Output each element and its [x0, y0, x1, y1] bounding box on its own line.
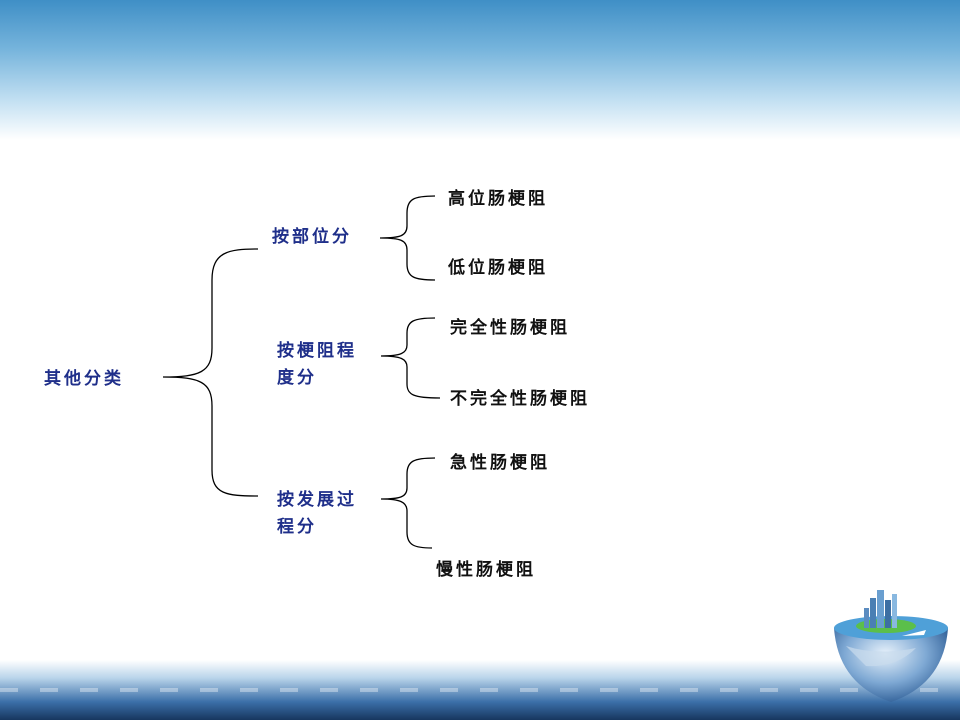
branch1-bracket	[379, 195, 436, 281]
leaf-high-obstruction: 高位肠梗阻	[448, 189, 548, 209]
root-node: 其他分类	[44, 369, 124, 389]
leaf-low-obstruction: 低位肠梗阻	[448, 258, 548, 278]
branch3-bracket	[380, 457, 436, 549]
leaf-acute-obstruction: 急性肠梗阻	[450, 453, 550, 473]
header-gradient-band	[0, 0, 960, 140]
footer-wave-band	[0, 660, 960, 720]
branch2-bracket	[380, 317, 441, 399]
city-globe-illustration	[834, 590, 948, 702]
leaf-complete-obstruction: 完全性肠梗阻	[450, 318, 570, 338]
branch-position: 按部位分	[272, 227, 352, 247]
branch-severity: 按梗阻程度分	[277, 341, 357, 388]
root-bracket	[162, 248, 259, 497]
leaf-incomplete-obstruction: 不完全性肠梗阻	[450, 389, 590, 409]
leaf-chronic-obstruction: 慢性肠梗阻	[436, 560, 536, 580]
branch-progression: 按发展过程分	[277, 490, 357, 537]
